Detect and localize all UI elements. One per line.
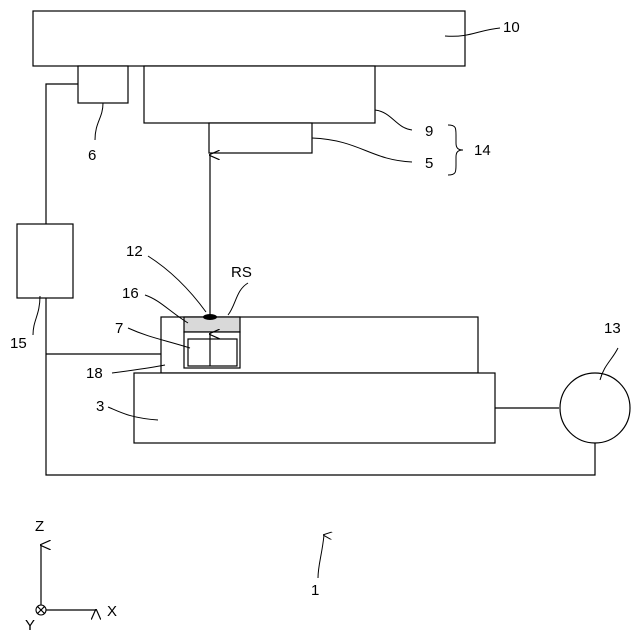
brace-14 bbox=[448, 125, 463, 175]
label-18: 18 bbox=[86, 365, 103, 382]
label-16: 16 bbox=[122, 285, 139, 302]
axis-label-z: Z bbox=[35, 518, 44, 535]
label-9: 9 bbox=[425, 123, 433, 140]
axis-label-x: X bbox=[107, 603, 117, 620]
leader-12 bbox=[148, 256, 206, 312]
leader-6 bbox=[95, 103, 103, 140]
frame-10 bbox=[33, 11, 465, 66]
leader-5 bbox=[312, 138, 412, 162]
stage-3 bbox=[134, 373, 495, 443]
label-7: 7 bbox=[115, 320, 123, 337]
wire-sensor6-to-controller bbox=[46, 84, 78, 224]
leader-9 bbox=[375, 110, 412, 130]
holder-9 bbox=[144, 66, 375, 123]
leader-15 bbox=[33, 296, 40, 335]
label-6: 6 bbox=[88, 147, 96, 164]
label-3: 3 bbox=[96, 398, 104, 415]
leader-rs bbox=[228, 283, 248, 315]
motor-13 bbox=[560, 373, 630, 443]
label-13: 13 bbox=[604, 320, 621, 337]
label-15: 15 bbox=[10, 335, 27, 352]
unit-7 bbox=[188, 339, 237, 366]
sensor-5 bbox=[209, 123, 312, 153]
axis-label-y: Y bbox=[25, 617, 35, 634]
controller-15 bbox=[17, 224, 73, 298]
leader-1 bbox=[318, 535, 324, 578]
leader-18 bbox=[112, 365, 165, 373]
label-1: 1 bbox=[311, 582, 319, 599]
label-10: 10 bbox=[503, 19, 520, 36]
label-rs: RS bbox=[231, 264, 252, 281]
sensor-6 bbox=[78, 66, 128, 103]
label-5: 5 bbox=[425, 155, 433, 172]
label-12: 12 bbox=[126, 243, 143, 260]
label-14: 14 bbox=[474, 142, 491, 159]
